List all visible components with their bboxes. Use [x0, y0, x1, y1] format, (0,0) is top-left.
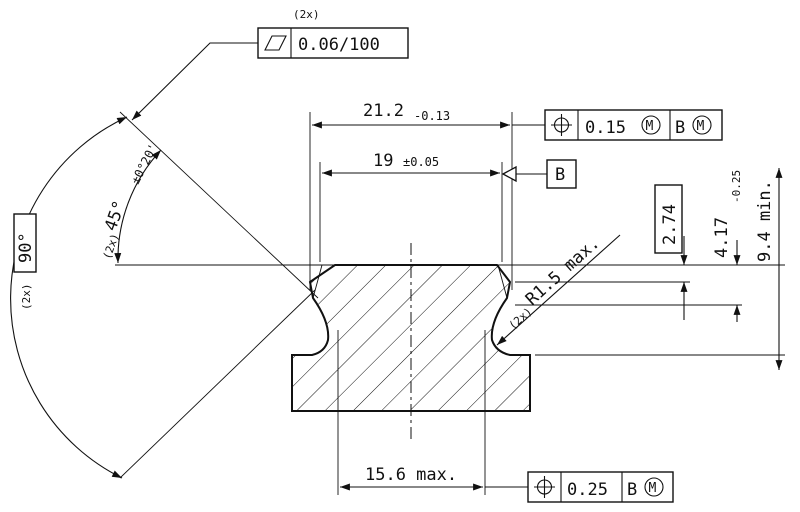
radius-callout: (2x) R1.5 max.	[496, 233, 621, 346]
mmc-datum-modifier-icon: M	[644, 477, 664, 497]
position-top-modifier: M	[646, 119, 654, 134]
radius-count: (2x)	[506, 305, 534, 332]
radius-value: R1.5 max.	[522, 233, 604, 310]
position-frame-bottom: 0.25 B M	[485, 471, 674, 503]
dimension-21-2-value: 21.2	[363, 101, 404, 121]
flatness-count: (2x)	[293, 8, 320, 21]
position-frame-top: 0.15 M B M	[512, 109, 723, 141]
angle-90-lower-ext	[119, 289, 316, 479]
dimension-4-17-tolerance: -0.25	[730, 170, 743, 203]
position-top-datum: B	[675, 118, 685, 138]
dimension-21-2: 21.2 -0.13	[312, 101, 510, 129]
dimension-19-value: 19	[373, 151, 393, 171]
position-top-datum-modifier: M	[697, 119, 705, 134]
flatness-frame: (2x) 0.06/100	[131, 8, 409, 121]
dimension-9-4-value: 9.4 min.	[755, 180, 775, 262]
angle-90-label: (2x) 90°	[13, 213, 37, 311]
angle-45-arc	[114, 149, 162, 264]
chamfer-extension-diagonal	[119, 111, 319, 299]
parallelogram-flatness-icon	[264, 35, 287, 51]
mmc-modifier-icon: M	[641, 115, 661, 135]
datum-b: B	[501, 159, 577, 189]
left-chamfer-edge	[312, 264, 323, 299]
right-chamfer-edge	[497, 264, 508, 299]
angle-90-value: 90°	[16, 232, 36, 263]
dimension-21-2-tolerance: -0.13	[414, 109, 450, 123]
position-top-tolerance: 0.15	[585, 118, 626, 138]
dimension-19: 19 ±0.05	[322, 151, 500, 177]
angle-45-tolerance: ±0°20'	[128, 141, 160, 186]
dimension-2-74: 2.74	[654, 184, 688, 320]
angle-90-arc	[10, 116, 128, 479]
dimension-9-4: 9.4 min.	[755, 168, 783, 370]
flatness-tolerance: 0.06/100	[298, 35, 380, 55]
angle-45-label: (2x) 45° ±0°20'	[101, 141, 161, 261]
datum-b-label: B	[555, 165, 565, 185]
dimension-15-6-value: 15.6 max.	[365, 465, 457, 485]
dimension-4-17: 4.17 -0.25	[712, 170, 743, 322]
position-bottom-datum: B	[627, 480, 637, 500]
angle-45-value: 45°	[101, 198, 130, 234]
dimension-15-6: 15.6 max.	[340, 465, 483, 491]
dimension-4-17-value: 4.17	[712, 217, 732, 258]
position-bottom-tolerance: 0.25	[567, 480, 608, 500]
angle-90-count: (2x)	[20, 284, 33, 311]
flatness-leader	[131, 42, 258, 121]
position-bottom-datum-modifier: M	[649, 481, 657, 496]
dimension-19-tolerance: ±0.05	[403, 155, 439, 169]
dimension-2-74-value: 2.74	[660, 204, 680, 245]
position-icon	[534, 476, 555, 498]
position-icon	[551, 114, 572, 136]
mmc-datum-modifier-icon: M	[692, 115, 712, 135]
